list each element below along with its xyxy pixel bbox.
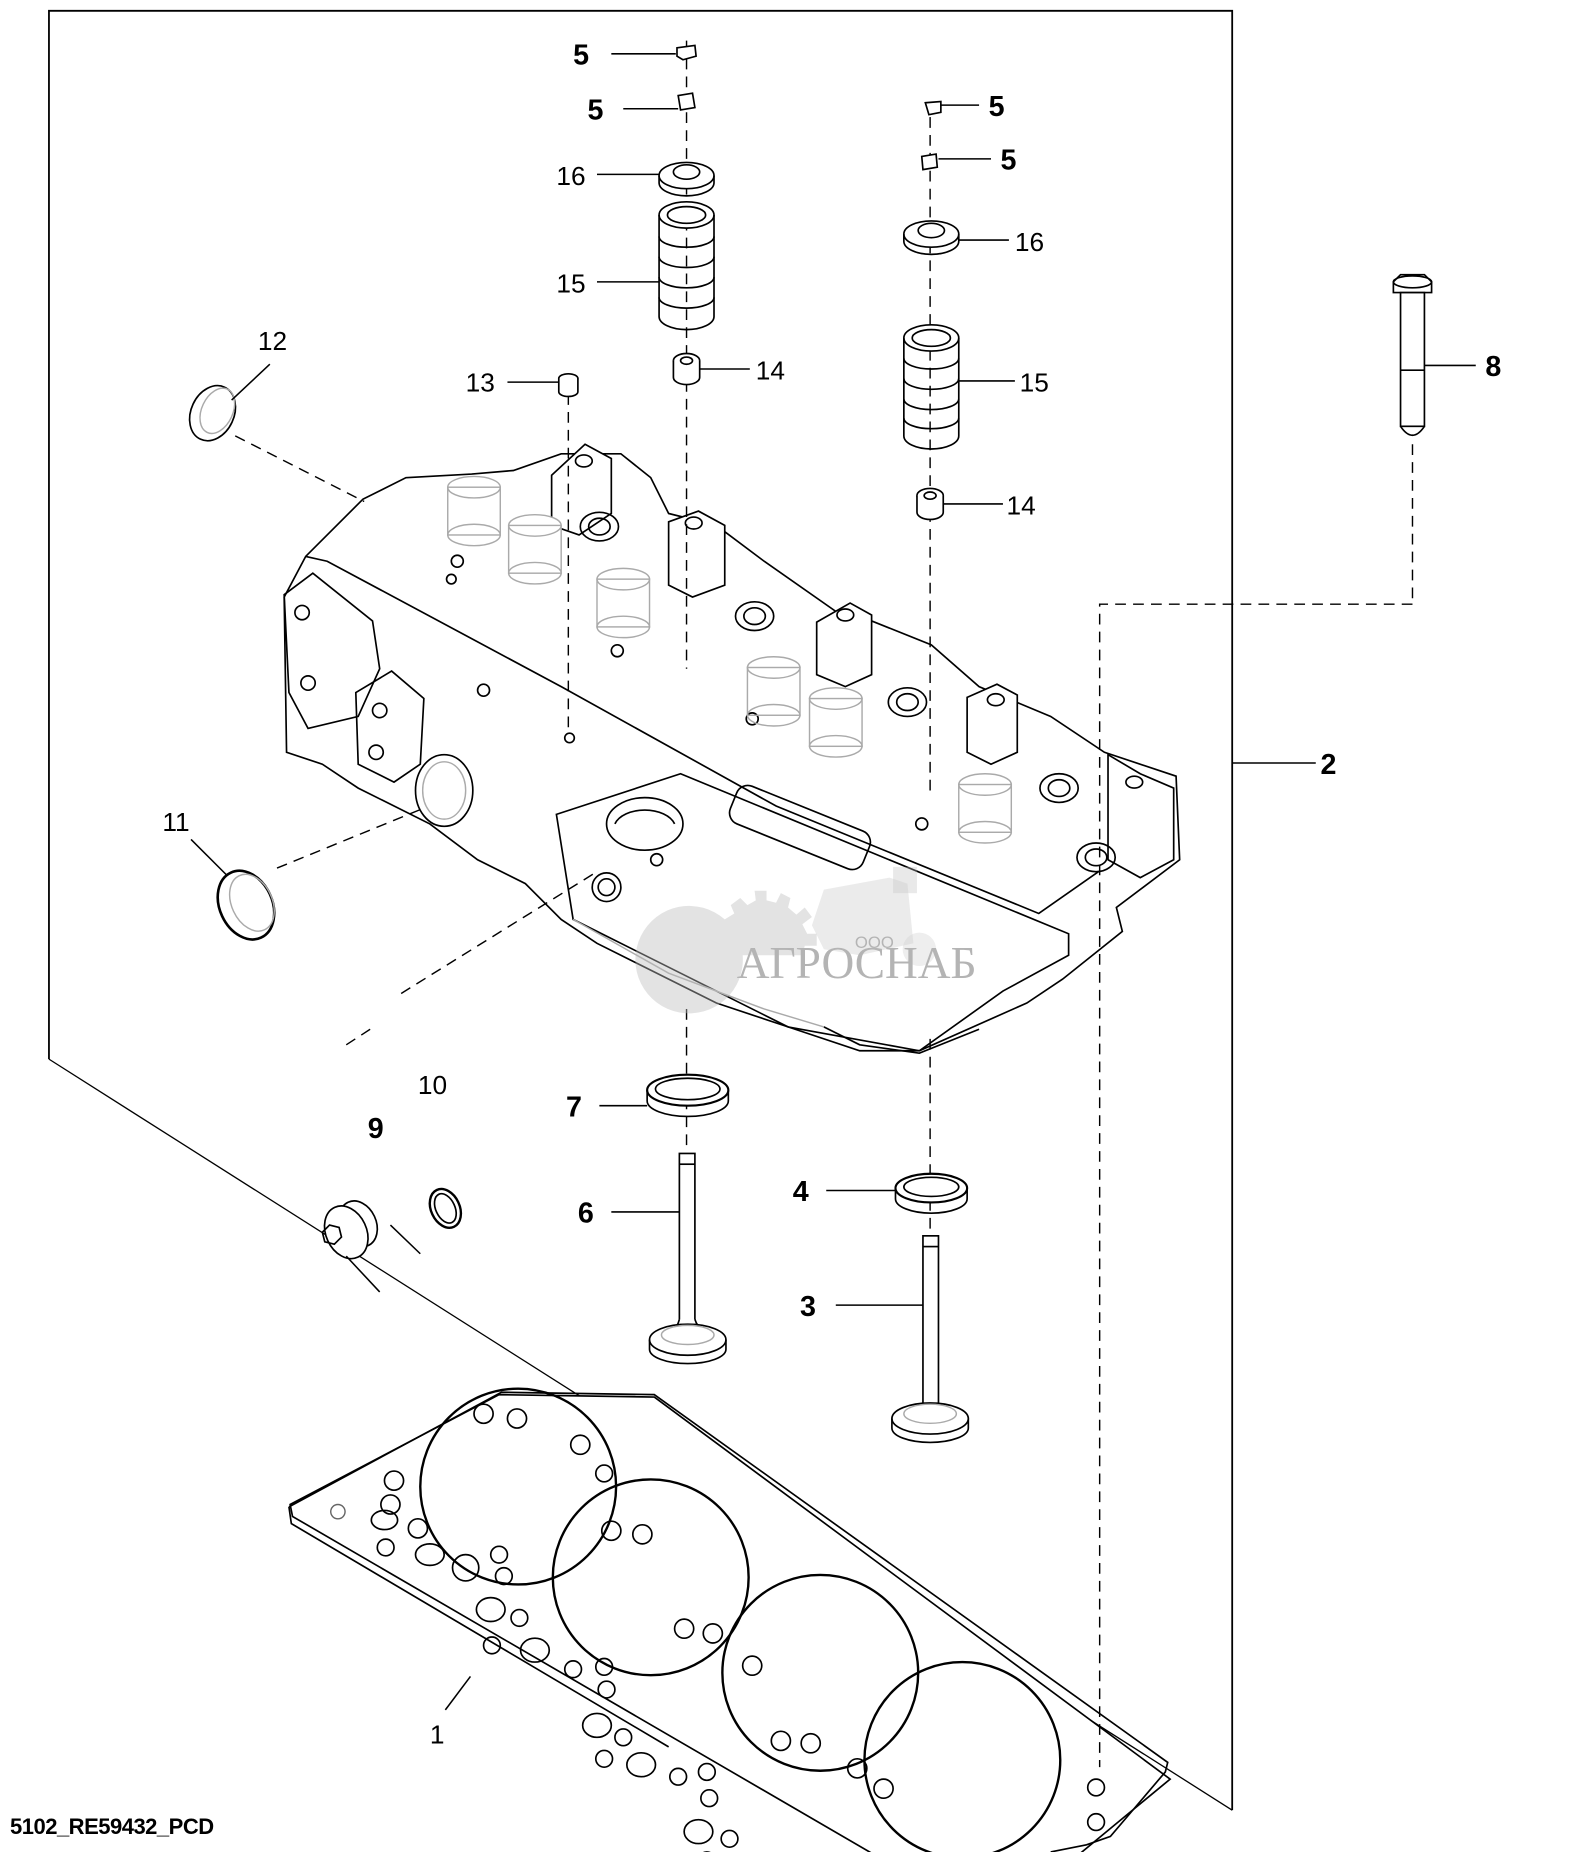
callout-16: 16 xyxy=(1015,227,1044,257)
valve-keeper-icon xyxy=(677,45,941,169)
callout-15: 15 xyxy=(556,269,585,299)
callout-16: 16 xyxy=(556,161,585,191)
head-bolt-icon xyxy=(1393,275,1431,436)
callout-7: 7 xyxy=(566,1091,582,1123)
valve-stem-seal-icon xyxy=(673,353,943,519)
callout-5: 5 xyxy=(573,40,589,72)
plug-icon xyxy=(316,1195,384,1266)
callout-1: 1 xyxy=(430,1719,445,1749)
callout-14: 14 xyxy=(1007,491,1036,521)
expansion-plug-large-icon xyxy=(207,862,285,949)
callout-11: 11 xyxy=(162,807,189,837)
callout-12: 12 xyxy=(258,326,287,356)
callout-13: 13 xyxy=(466,368,495,398)
head-gasket xyxy=(289,1389,1170,1852)
dowel-pin-icon xyxy=(559,374,578,397)
callout-8: 8 xyxy=(1485,351,1501,383)
drawing-id: 5102_RE59432_PCD xyxy=(10,1814,214,1840)
callout-9: 9 xyxy=(368,1113,384,1145)
exhaust-valve-icon xyxy=(892,1236,968,1443)
callout-4: 4 xyxy=(793,1176,809,1208)
expansion-plug-small-icon xyxy=(181,378,244,448)
callout-14: 14 xyxy=(756,356,785,386)
callout-5: 5 xyxy=(1001,145,1017,177)
callout-15: 15 xyxy=(1020,368,1049,398)
callout-5: 5 xyxy=(587,94,603,126)
callout-5: 5 xyxy=(989,91,1005,123)
watermark-company: АГРОСНАБ xyxy=(737,938,977,988)
o-ring-icon xyxy=(424,1184,467,1233)
intake-valve-icon xyxy=(650,1153,726,1363)
callout-2: 2 xyxy=(1321,749,1337,781)
callout-3: 3 xyxy=(800,1291,816,1323)
callout-6: 6 xyxy=(578,1198,594,1230)
callout-10: 10 xyxy=(418,1070,447,1100)
